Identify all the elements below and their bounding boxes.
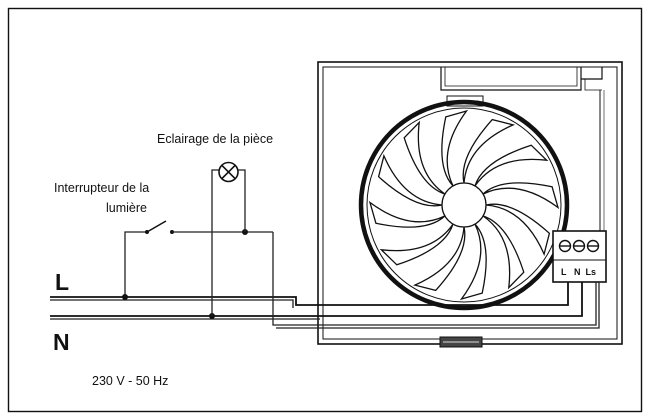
fan-blade	[368, 200, 446, 228]
terminal-screw-2	[572, 239, 586, 253]
supply-lines	[50, 232, 600, 329]
fan-blade	[441, 109, 469, 187]
fan-blade	[459, 223, 487, 301]
terminal-screw-1	[558, 239, 572, 253]
line-l-wire	[50, 282, 569, 306]
fan-blade	[462, 118, 516, 184]
fan-blade	[485, 203, 551, 257]
lamp-symbol	[218, 161, 239, 183]
fan-blade	[377, 153, 443, 207]
fan-blade	[482, 215, 525, 290]
ls-return-wire	[272, 232, 597, 326]
fan-blade	[482, 182, 560, 210]
diagram-frame	[7, 7, 643, 413]
terminal-block: L N Ls	[552, 230, 607, 283]
fan-impeller	[368, 109, 560, 301]
line-n-wire	[50, 282, 583, 317]
terminal-screw-3	[586, 239, 600, 253]
terminal-label-ls: Ls	[586, 267, 597, 277]
switch-label-line2: lumière	[106, 201, 147, 215]
terminal-label-l: L	[561, 267, 567, 277]
line-l-label: L	[55, 269, 69, 295]
switch-circuit	[122, 169, 273, 319]
fan-hub	[441, 182, 487, 228]
terminal-label-n: N	[574, 267, 581, 277]
control-box	[440, 67, 582, 91]
switch-lever	[146, 220, 167, 233]
fan-blade	[403, 120, 446, 195]
lamp-label: Eclairage de la pièce	[157, 132, 273, 146]
fan-blade	[379, 223, 454, 266]
fan-unit	[317, 61, 623, 348]
voltage-label: 230 V - 50 Hz	[92, 374, 168, 388]
line-n-label: N	[53, 329, 70, 355]
switch-label-line1: Interrupteur de la	[54, 181, 149, 195]
fan-blade	[474, 144, 549, 187]
fan-blade	[412, 226, 466, 292]
fan-ring-outer	[358, 99, 570, 311]
